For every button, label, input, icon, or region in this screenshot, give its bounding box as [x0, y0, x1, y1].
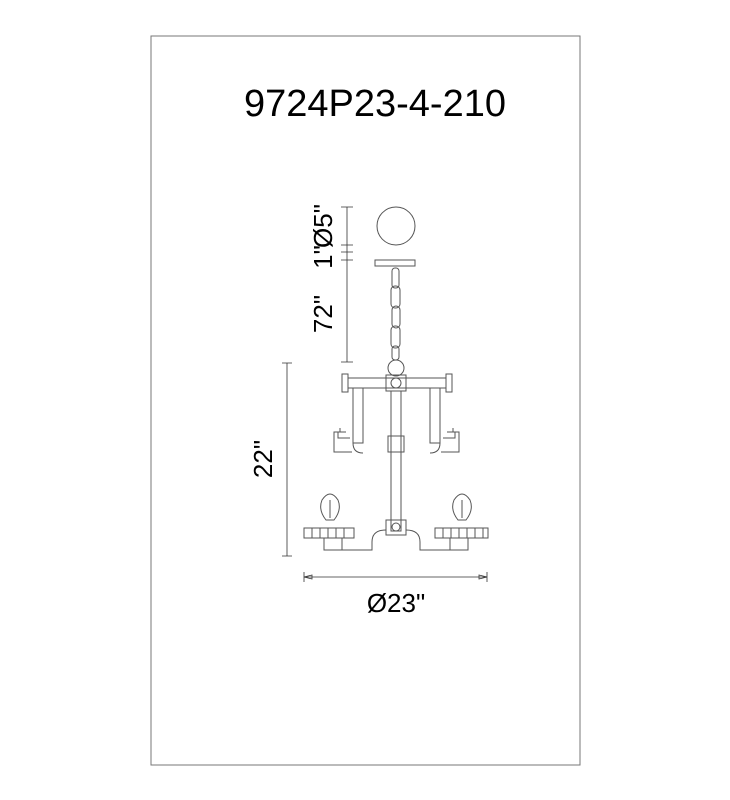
- canopy-top-view: [376, 206, 416, 246]
- center-pipe: [385, 390, 407, 536]
- gear-blocks: [303, 527, 489, 539]
- bulbs: [320, 493, 472, 521]
- vertical-dimension-height: [282, 362, 292, 557]
- lower-arms: [323, 529, 469, 551]
- faucets: [333, 428, 460, 453]
- fixture-height-label: 22": [248, 440, 278, 478]
- chandelier-drawing: [303, 206, 489, 551]
- model-number-title: 9724P23-4-210: [244, 83, 506, 125]
- ring: [387, 359, 405, 377]
- fixture-diameter-label: Ø23": [367, 588, 425, 618]
- crossbar: [341, 373, 453, 454]
- canopy-height-label: 1": [308, 245, 338, 269]
- horizontal-dimension-width: [303, 572, 488, 582]
- chain-length-label: 72": [308, 295, 338, 333]
- page-frame: [150, 35, 581, 766]
- canopy-diameter-label: Ø5": [308, 204, 338, 248]
- canopy: [374, 259, 416, 267]
- vertical-dimension-top: [341, 206, 353, 363]
- chain: [390, 267, 401, 361]
